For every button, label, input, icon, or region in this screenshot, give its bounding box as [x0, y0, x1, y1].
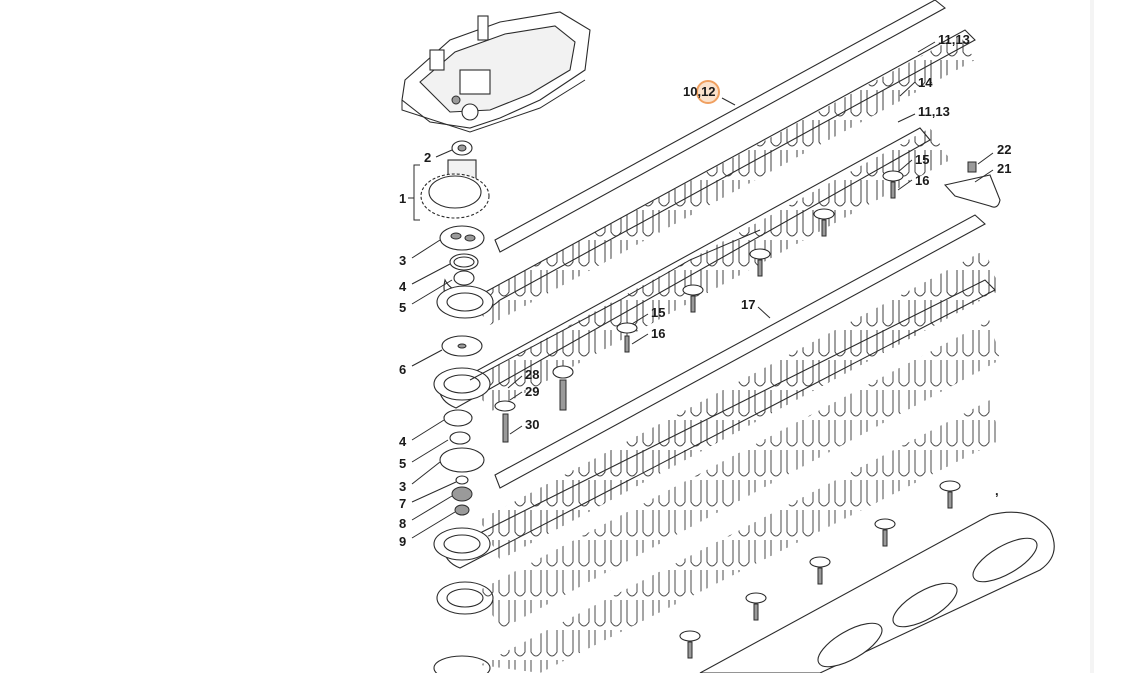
callout-16-mid[interactable]: 16: [651, 326, 665, 341]
callout-14[interactable]: 14: [918, 75, 933, 90]
callout-labels: 2 1 3 4 5 6 4 5 3 7 8 9 10,12 11,13 14 1…: [399, 32, 1011, 549]
callout-9[interactable]: 9: [399, 534, 406, 549]
callout-2[interactable]: 2: [424, 150, 431, 165]
callout-28[interactable]: 28: [525, 367, 539, 382]
callout-6[interactable]: 6: [399, 362, 406, 377]
callout-comma: ,: [995, 483, 999, 498]
callout-1[interactable]: 1: [399, 191, 406, 206]
callout-15-mid[interactable]: 15: [651, 305, 665, 320]
callout-29[interactable]: 29: [525, 384, 539, 399]
callout-11-13-lower[interactable]: 11,13: [918, 104, 950, 119]
callout-3[interactable]: 3: [399, 253, 406, 268]
callout-17[interactable]: 17: [741, 297, 755, 312]
callout-7[interactable]: 7: [399, 496, 406, 511]
blade-guard: [699, 511, 1055, 673]
callout-4[interactable]: 4: [399, 279, 407, 294]
leader-lines: [408, 41, 994, 539]
callout-15[interactable]: 15: [915, 152, 929, 167]
callout-22[interactable]: 22: [997, 142, 1011, 157]
callout-3-lower[interactable]: 3: [399, 479, 406, 494]
fasteners: [494, 161, 1001, 659]
gear-housing: [401, 11, 591, 133]
callout-8[interactable]: 8: [399, 516, 406, 531]
callout-5[interactable]: 5: [399, 300, 406, 315]
cutter-blade-middle: [433, 127, 950, 412]
callout-11-13[interactable]: 11,13: [938, 32, 970, 47]
callout-5-lower[interactable]: 5: [399, 456, 406, 471]
callout-30[interactable]: 30: [525, 417, 539, 432]
highlight-ring: [696, 80, 720, 104]
callout-21[interactable]: 21: [997, 161, 1011, 176]
cutter-blade-lower: [433, 214, 1000, 673]
cutter-blade-upper: [436, 0, 976, 325]
callout-10-12[interactable]: 10,12: [683, 84, 716, 99]
callout-4-lower[interactable]: 4: [399, 434, 407, 449]
gear-assembly: [420, 140, 490, 516]
callout-16[interactable]: 16: [915, 173, 929, 188]
